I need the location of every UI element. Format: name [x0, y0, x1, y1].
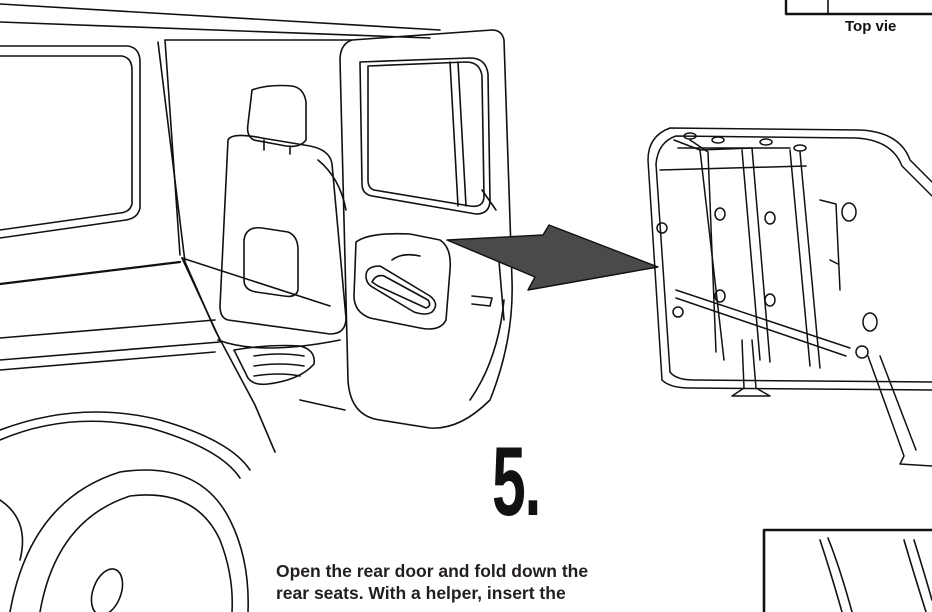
vehicle-body-lines: [0, 260, 221, 371]
rack-carrier: [647, 127, 932, 467]
front-window: [0, 45, 141, 239]
rear-door: [339, 29, 513, 429]
instruction-text: Open the rear door and fold down the rea…: [276, 560, 746, 604]
rear-wheel: [0, 411, 251, 612]
step-number: 5.: [492, 426, 541, 536]
bottom-inset: [762, 528, 932, 612]
instruction-line: Open the rear door and fold down the: [276, 561, 589, 581]
instruction-line: rear seats. With a helper, insert the: [276, 583, 566, 603]
rear-seat: [181, 84, 347, 411]
insert-direction-arrow: [446, 224, 659, 291]
vehicle-roof: [0, 3, 441, 39]
top-view-caption: Top vie: [845, 18, 897, 35]
door-opening-frame: [157, 39, 353, 453]
top-view-inset: [784, 0, 932, 16]
